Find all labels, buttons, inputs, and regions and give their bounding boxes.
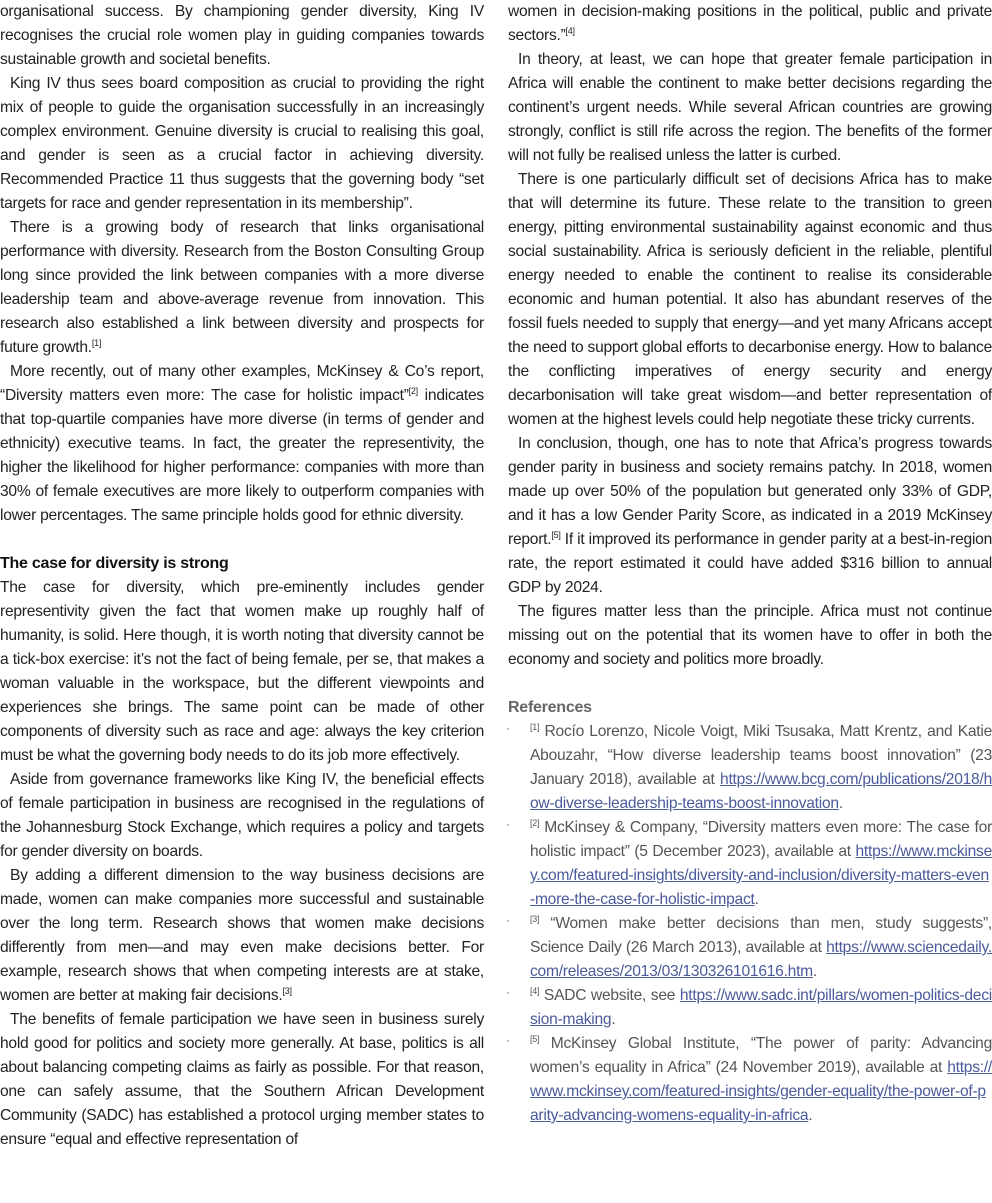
reference-text: McKinsey & Company, “Diversity matters e…	[530, 819, 992, 860]
paragraphs-before-heading: organisational success. By championing g…	[0, 0, 484, 528]
reference-number: [5]	[530, 1034, 540, 1044]
paragraph: women in decision-making positions in th…	[508, 0, 992, 48]
paragraph-text: In conclusion, though, one has to note t…	[508, 435, 992, 548]
reference-end: .	[812, 963, 818, 980]
left-column: organisational success. By championing g…	[0, 0, 484, 1152]
paragraph-text: If it improved its performance in gender…	[508, 531, 992, 596]
paragraph-text: The figures matter less than the princip…	[508, 603, 992, 668]
footnote-marker[interactable]: [3]	[282, 986, 292, 996]
paragraph-text: Aside from governance frameworks like Ki…	[0, 771, 484, 860]
reference-end: .	[838, 795, 843, 812]
reference-number: [1]	[530, 722, 540, 732]
paragraph-text: There is one particularly difficult set …	[508, 171, 992, 428]
footnote-marker[interactable]: [5]	[551, 530, 561, 540]
reference-text: SADC website, see	[539, 987, 680, 1004]
bullet-icon: ·	[506, 721, 510, 735]
reference-number: [2]	[530, 818, 540, 828]
reference-end: .	[611, 1011, 616, 1028]
paragraph-text: organisational success. By championing g…	[0, 3, 484, 68]
paragraph-text: More recently, out of many other example…	[0, 363, 484, 404]
reference-link[interactable]: https://www.mckinsey.com/featured-insigh…	[530, 843, 992, 908]
bullet-icon: ·	[506, 1033, 510, 1047]
reference-number: [3]	[530, 914, 540, 924]
paragraph: Aside from governance frameworks like Ki…	[0, 768, 484, 864]
right-column: women in decision-making positions in th…	[506, 0, 992, 1128]
paragraph: By adding a different dimension to the w…	[0, 864, 484, 1008]
reference-link[interactable]: https://www.bcg.com/publications/2018/ho…	[530, 771, 992, 812]
paragraph-text: women in decision-making positions in th…	[508, 3, 992, 44]
reference-text: McKinsey Global Institute, “The power of…	[530, 1035, 992, 1076]
paragraph: There is one particularly difficult set …	[508, 168, 992, 432]
paragraph: In theory, at least, we can hope that gr…	[508, 48, 992, 168]
bullet-icon: ·	[506, 913, 510, 927]
reference-link[interactable]: https://www.sciencedaily.com/releases/20…	[530, 939, 992, 980]
paragraph-text: indicates that top-quartile companies ha…	[0, 387, 484, 524]
reference-link[interactable]: https://www.sadc.int/pillars/women-polit…	[530, 987, 992, 1028]
paragraph: More recently, out of many other example…	[0, 360, 484, 528]
bullet-icon: ·	[506, 985, 510, 999]
paragraph: The benefits of female participation we …	[0, 1008, 484, 1152]
paragraph: organisational success. By championing g…	[0, 0, 484, 72]
right-paragraphs: women in decision-making positions in th…	[508, 0, 992, 672]
reference-end: .	[754, 891, 759, 908]
footnote-marker[interactable]: [2]	[408, 386, 419, 396]
bullet-icon: ·	[506, 817, 510, 831]
reference-item: · [3] “Women make better decisions than m…	[506, 912, 992, 984]
footnote-marker[interactable]: [1]	[91, 338, 102, 348]
paragraph-text: By adding a different dimension to the w…	[0, 867, 484, 1004]
reference-item: · [1] Rocío Lorenzo, Nicole Voigt, Miki T…	[506, 720, 992, 816]
paragraph-text: In theory, at least, we can hope that gr…	[508, 51, 992, 164]
footnote-marker[interactable]: [4]	[565, 26, 576, 36]
paragraph: The figures matter less than the princip…	[508, 600, 992, 672]
reference-item: · [2] McKinsey & Company, “Diversity matt…	[506, 816, 992, 912]
reference-item: · [5] McKinsey Global Institute, “The pow…	[506, 1032, 992, 1128]
paragraph-text: There is a growing body of research that…	[0, 219, 484, 356]
references-list: · [1] Rocío Lorenzo, Nicole Voigt, Miki T…	[506, 720, 992, 1128]
reference-text: “Women make better decisions than men, s…	[530, 915, 992, 956]
reference-link[interactable]: https://www.mckinsey.com/featured-insigh…	[530, 1059, 992, 1124]
paragraph: In conclusion, though, one has to note t…	[508, 432, 992, 600]
reference-item: · [4] SADC website, see https://www.sadc.…	[506, 984, 992, 1032]
paragraph: The case for diversity, which pre-eminen…	[0, 576, 484, 768]
reference-number: [4]	[530, 986, 540, 996]
paragraph-text: King IV thus sees board composition as c…	[0, 75, 484, 212]
reference-text: Rocío Lorenzo, Nicole Voigt, Miki Tsusak…	[530, 723, 992, 788]
paragraph-text: The benefits of female participation we …	[0, 1011, 484, 1148]
paragraph-text: The case for diversity, which pre-eminen…	[0, 579, 484, 764]
paragraph: King IV thus sees board composition as c…	[0, 72, 484, 216]
paragraph: There is a growing body of research that…	[0, 216, 484, 360]
reference-end: .	[808, 1107, 813, 1124]
references-heading: References	[508, 699, 592, 716]
section-heading: The case for diversity is strong	[0, 555, 229, 572]
paragraphs-after-heading: The case for diversity, which pre-eminen…	[0, 576, 484, 1152]
